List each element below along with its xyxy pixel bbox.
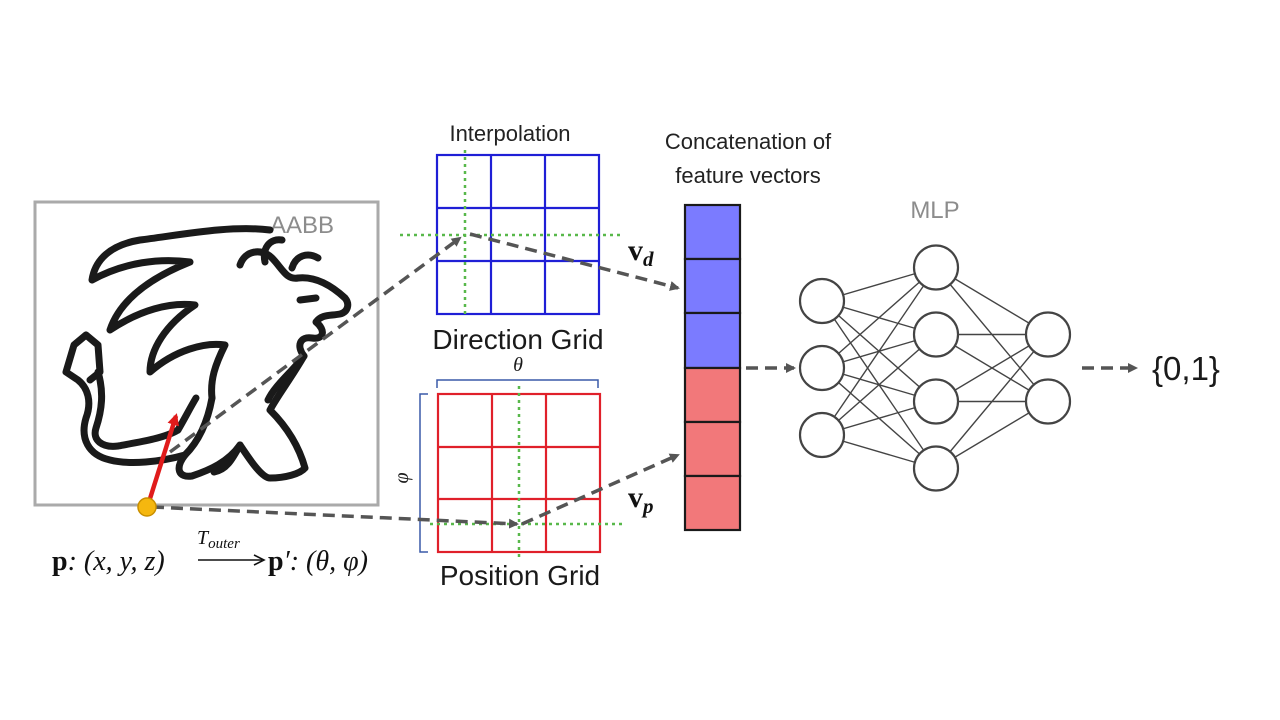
arrow-dragon-to-direction xyxy=(168,236,462,454)
feature-cell-p1 xyxy=(683,366,742,424)
mlp-neuron xyxy=(1024,311,1072,358)
interpolation-label: Interpolation xyxy=(449,121,570,146)
feature-cell-d2 xyxy=(683,257,742,315)
mlp-neuron xyxy=(912,311,960,358)
formula-rhs: p′: (θ, φ) xyxy=(268,546,368,577)
direction-grid xyxy=(435,153,601,316)
red-arrow xyxy=(145,413,180,506)
mlp-neuron xyxy=(912,378,960,425)
formula-transform: Touter xyxy=(197,527,240,552)
vp-label: vp xyxy=(628,481,654,518)
mlp-neuron xyxy=(798,344,846,392)
feature-cell-d3 xyxy=(683,311,742,370)
transform-formula: p: (x, y, z) Touter p′: (θ, φ) xyxy=(52,527,368,577)
dashed-arrows xyxy=(151,232,1138,529)
mlp-connection xyxy=(821,333,937,436)
phi-label: φ xyxy=(391,472,413,483)
aabb-label: AABB xyxy=(270,212,334,239)
mlp-neuron xyxy=(912,445,960,492)
direction-grid-guides xyxy=(400,150,622,318)
theta-label: θ xyxy=(513,354,523,376)
feature-cell-p3 xyxy=(683,474,742,532)
mlp-connection xyxy=(935,334,1049,469)
direction-grid-label: Direction Grid xyxy=(432,324,603,355)
formula-arrow-head xyxy=(253,554,266,566)
aabb-box xyxy=(33,200,380,507)
mlp-label: MLP xyxy=(910,197,959,224)
concat-label-line1: Concatenation of xyxy=(665,129,832,154)
mlp-network xyxy=(798,244,1072,492)
mlp-neuron xyxy=(798,277,846,325)
output-label: {0,1} xyxy=(1152,350,1220,387)
arrow-direction-to-vector xyxy=(469,232,680,291)
formula-lhs: p: (x, y, z) xyxy=(52,546,165,577)
concat-label-line2: feature vectors xyxy=(675,163,821,188)
feature-vector xyxy=(683,203,742,532)
query-point xyxy=(137,497,157,517)
mlp-connection xyxy=(821,267,937,436)
arrow-point-to-position xyxy=(151,505,519,529)
phi-brace xyxy=(419,393,428,553)
position-grid-label: Position Grid xyxy=(440,560,600,591)
feature-cell-d1 xyxy=(683,203,742,261)
mlp-connection xyxy=(821,266,937,369)
mlp-neuron xyxy=(798,411,846,459)
mlp-neuron xyxy=(912,244,960,291)
vd-label: vd xyxy=(628,234,654,271)
dragon-icon xyxy=(62,225,352,482)
position-grid-guides xyxy=(430,386,625,560)
mlp-neuron xyxy=(1024,378,1072,425)
feature-cell-p2 xyxy=(683,420,742,478)
theta-brace xyxy=(436,379,599,388)
arrow-position-to-vector xyxy=(521,453,680,526)
